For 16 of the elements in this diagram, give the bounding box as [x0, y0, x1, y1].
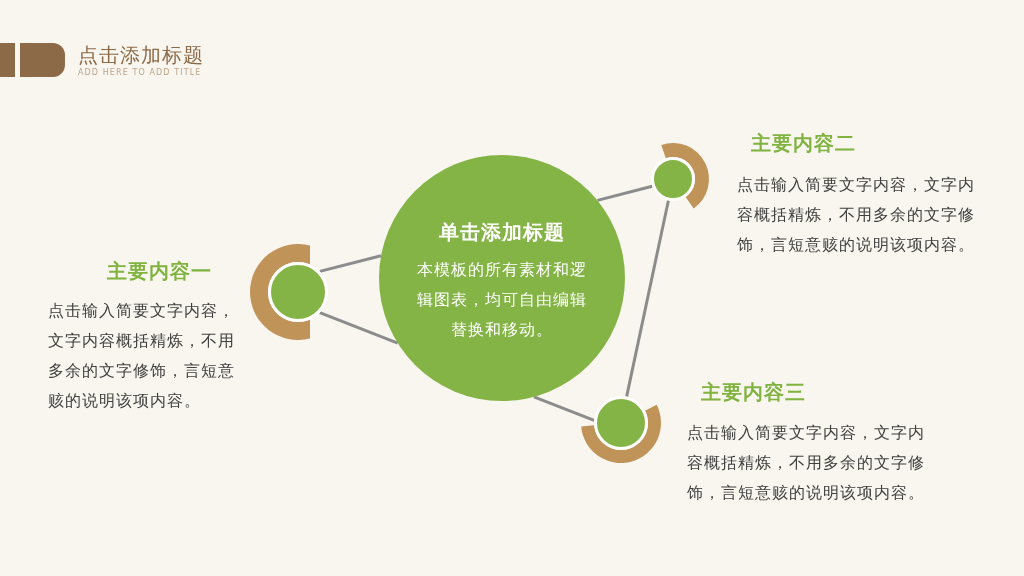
circle-node [594, 396, 648, 450]
connector-line [533, 395, 595, 422]
circle-title: 单击添加标题 [438, 219, 566, 245]
section-heading: 主要内容二 [751, 130, 856, 156]
connector-line [597, 184, 653, 202]
circle-text: 本模板的所有素材和逻辑图表，均可自由编辑替换和移动。 [416, 259, 588, 341]
connector-line [625, 200, 670, 397]
section-heading: 主要内容三 [701, 379, 806, 405]
slide-title: 点击添加标题 [78, 42, 204, 68]
section-heading: 主要内容一 [107, 258, 212, 284]
subtitle: ADD HERE TO ADD TITLE [78, 68, 202, 78]
connector-line [319, 311, 399, 345]
section-text: 点击输入简要文字内容，文字内容概括精炼，不用多余的文字修饰，言短意赅的说明该项内容。 [687, 422, 926, 504]
section-text: 点击输入简要文字内容，文字内容概括精炼，不用多余的文字修饰，言短意赅的说明该项内容。 [48, 300, 236, 412]
circle-node [651, 157, 695, 201]
section-text: 点击输入简要文字内容，文字内容概括精炼，不用多余的文字修饰，言短意赅的说明该项内容。 [737, 174, 976, 256]
